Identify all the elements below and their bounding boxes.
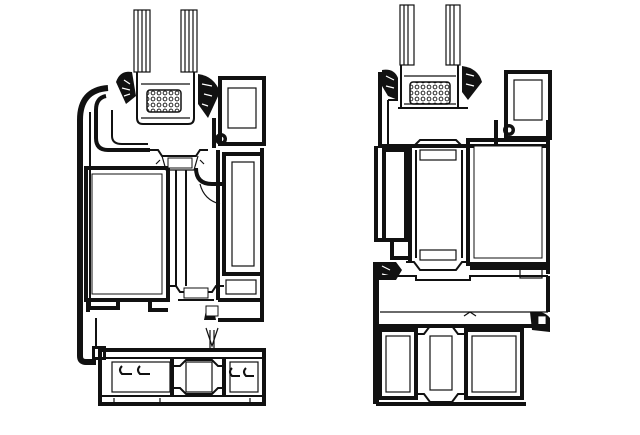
gasket-icon [116, 71, 227, 145]
thermal-break-icon [150, 149, 208, 171]
thermal-break-icon [168, 285, 224, 301]
thermal-break-icon [406, 139, 470, 271]
right-profile-section [373, 4, 552, 406]
gasket-icon [378, 262, 550, 332]
thermal-break-icon [172, 359, 224, 395]
left-profile-section [77, 9, 266, 406]
glazing-unit-icon [133, 9, 198, 125]
thermal-break-icon [416, 325, 466, 403]
drain-slot-icon [92, 327, 219, 360]
glazing-unit-icon [399, 4, 461, 109]
